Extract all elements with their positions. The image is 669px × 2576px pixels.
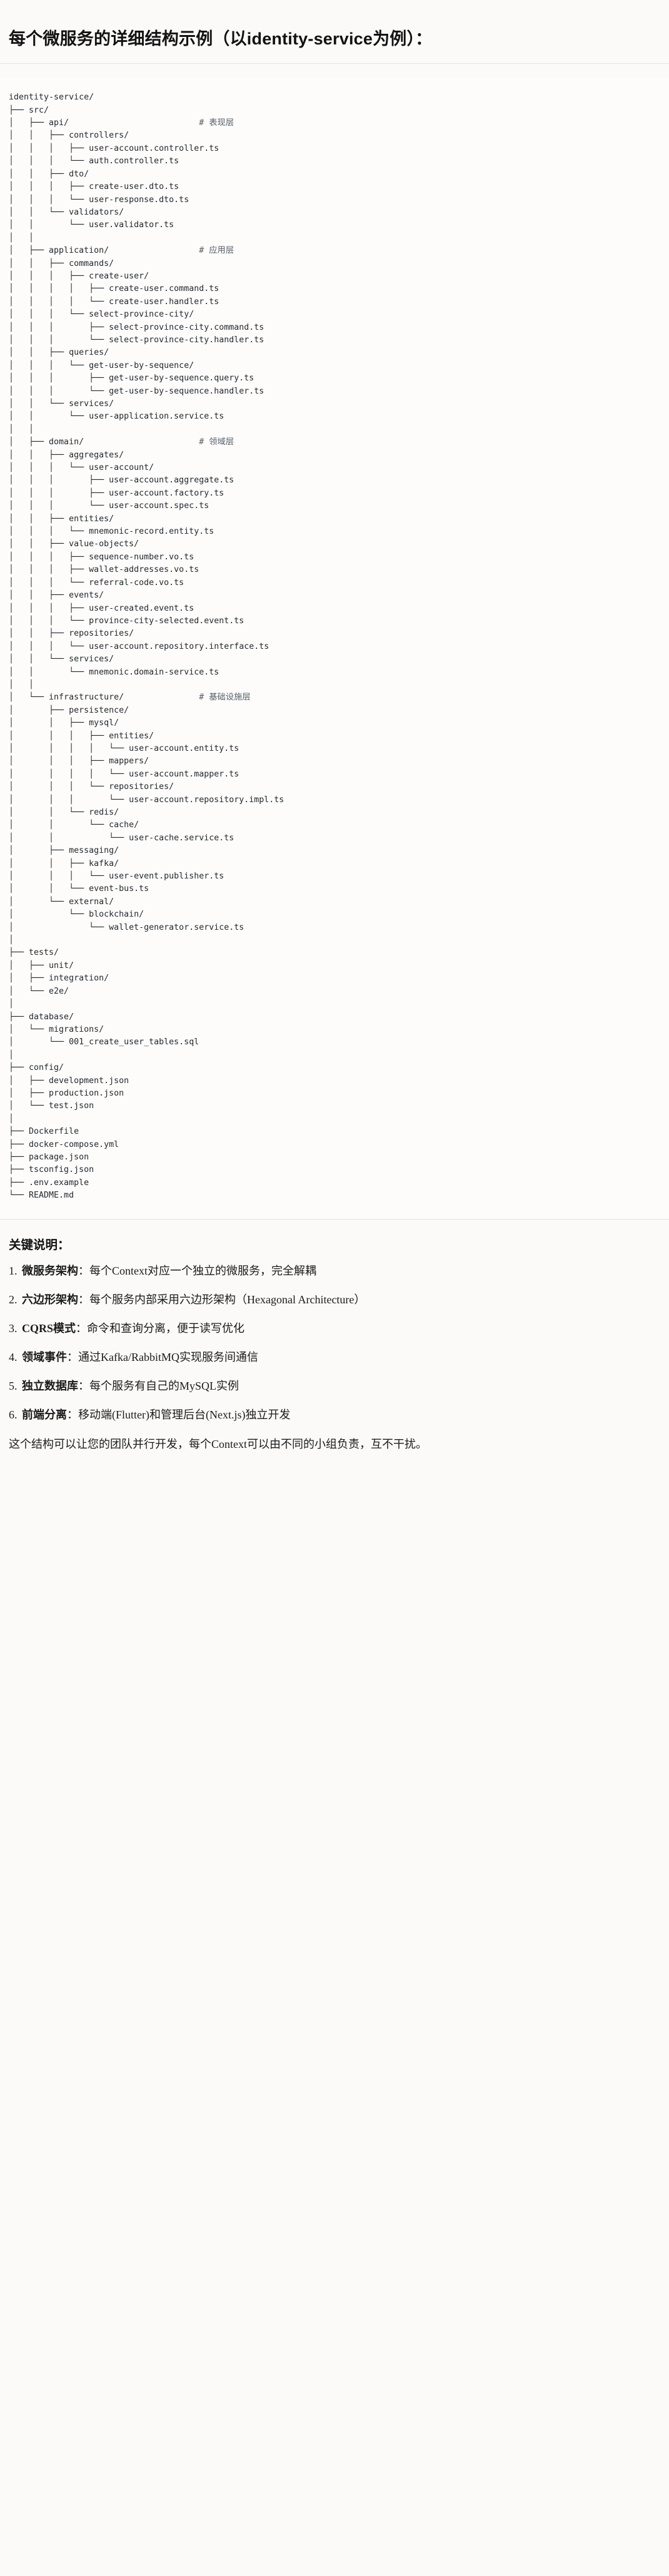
document-page: 每个微服务的详细结构示例（以identity-service为例）： ident… bbox=[0, 14, 669, 1466]
key-description: 通过Kafka/RabbitMQ实现服务间通信 bbox=[78, 1350, 258, 1363]
key-description: 命令和查询分离，便于读写优化 bbox=[87, 1321, 245, 1335]
directory-tree-block: identity-service/ ├── src/ │ ├── api/ # … bbox=[0, 78, 669, 1219]
key-separator: ： bbox=[76, 1321, 88, 1335]
key-separator: ： bbox=[67, 1408, 78, 1421]
tree-layer-comment: # 基础设施层 bbox=[199, 693, 251, 703]
key-term: 前端分离 bbox=[22, 1408, 67, 1421]
key-separator: ： bbox=[78, 1293, 89, 1306]
key-points-list: 微服务架构：每个Context对应一个独立的微服务，完全解耦 六边形架构：每个服… bbox=[9, 1263, 660, 1423]
list-item: 前端分离：移动端(Flutter)和管理后台(Next.js)独立开发 bbox=[9, 1407, 660, 1423]
key-term: 六边形架构 bbox=[22, 1293, 78, 1306]
key-term: 独立数据库 bbox=[22, 1379, 78, 1392]
key-separator: ： bbox=[78, 1264, 89, 1277]
directory-tree: identity-service/ ├── src/ │ ├── api/ # … bbox=[9, 93, 284, 1201]
tree-layer-comment: # 表现层 bbox=[199, 118, 234, 128]
key-points-title: 关键说明： bbox=[9, 1238, 70, 1252]
key-points-footer: 这个结构可以让您的团队并行开发，每个Context可以由不同的小组负责，互不干扰… bbox=[9, 1437, 427, 1450]
key-separator: ： bbox=[67, 1350, 78, 1363]
key-description: 移动端(Flutter)和管理后台(Next.js)独立开发 bbox=[78, 1408, 291, 1421]
tree-layer-comment: # 应用层 bbox=[199, 246, 234, 256]
key-term: 微服务架构 bbox=[22, 1264, 78, 1277]
page-title: 每个微服务的详细结构示例（以identity-service为例）： bbox=[0, 14, 669, 64]
list-item: 独立数据库：每个服务有自己的MySQL实例 bbox=[9, 1378, 660, 1395]
key-term: 领域事件 bbox=[22, 1350, 67, 1363]
list-item: CQRS模式：命令和查询分离，便于读写优化 bbox=[9, 1320, 660, 1337]
list-item: 微服务架构：每个Context对应一个独立的微服务，完全解耦 bbox=[9, 1263, 660, 1280]
key-separator: ： bbox=[78, 1379, 89, 1392]
list-item: 领域事件：通过Kafka/RabbitMQ实现服务间通信 bbox=[9, 1349, 660, 1366]
key-description: 每个Context对应一个独立的微服务，完全解耦 bbox=[89, 1264, 316, 1277]
key-term: CQRS模式 bbox=[22, 1321, 76, 1335]
key-points-section: 关键说明： 微服务架构：每个Context对应一个独立的微服务，完全解耦 六边形… bbox=[0, 1219, 669, 1466]
key-description: 每个服务内部采用六边形架构（Hexagonal Architecture） bbox=[89, 1293, 366, 1306]
list-item: 六边形架构：每个服务内部采用六边形架构（Hexagonal Architectu… bbox=[9, 1291, 660, 1308]
tree-layer-comment: # 领域层 bbox=[199, 437, 234, 447]
key-description: 每个服务有自己的MySQL实例 bbox=[89, 1379, 239, 1392]
